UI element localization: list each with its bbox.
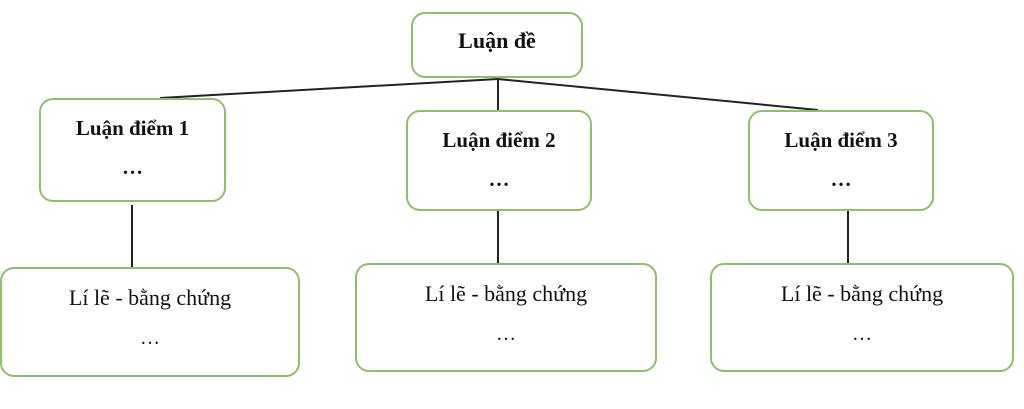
evidence-box-2: Lí lẽ - bằng chứng …	[355, 263, 657, 372]
thesis-label: Luận đề	[458, 28, 536, 53]
evidence-ellipsis-3: …	[852, 323, 872, 345]
main-point-box-2: Luận điểm 2 …	[406, 110, 592, 211]
evidence-box-3: Lí lẽ - bằng chứng …	[710, 263, 1014, 372]
main-point-label-1: Luận điểm 1	[75, 116, 190, 140]
connector-root-to-point-1	[159, 78, 499, 99]
main-point-box-3: Luận điểm 3 …	[748, 110, 934, 211]
evidence-ellipsis-2: …	[496, 323, 516, 345]
evidence-label-3: Lí lẽ - bằng chứng	[780, 281, 944, 306]
main-point-label-2: Luận điểm 2	[442, 128, 556, 152]
evidence-label-1: Lí lẽ - bằng chứng	[68, 285, 232, 310]
main-point-box-1: Luận điểm 1 …	[39, 98, 226, 202]
main-point-ellipsis-2: …	[488, 167, 510, 191]
thesis-box: Luận đề	[411, 12, 583, 78]
evidence-ellipsis-1: …	[140, 327, 160, 349]
main-point-ellipsis-3: …	[830, 167, 852, 191]
main-point-label-3: Luận điểm 3	[784, 128, 898, 152]
main-point-ellipsis-1: …	[122, 155, 143, 179]
evidence-box-1: Lí lẽ - bằng chứng …	[0, 267, 300, 377]
evidence-label-2: Lí lẽ - bằng chứng	[424, 281, 588, 306]
connector-root-to-point-3	[497, 78, 819, 111]
